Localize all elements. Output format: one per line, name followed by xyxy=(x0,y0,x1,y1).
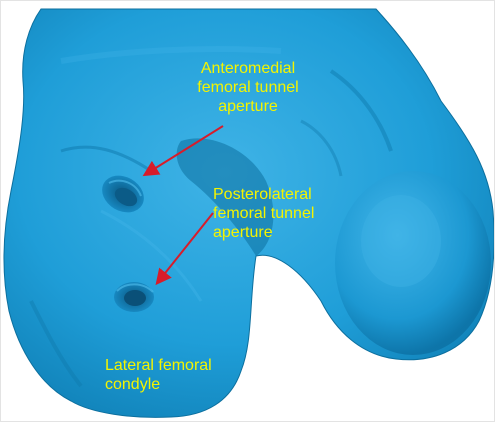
label-line: Posterolateral xyxy=(213,185,353,204)
label-line: Anteromedial xyxy=(179,59,317,78)
label-line: femoral tunnel xyxy=(213,204,353,223)
label-line: aperture xyxy=(213,223,353,242)
label-line: condyle xyxy=(105,375,235,394)
label-posterolateral-aperture: Posterolateral femoral tunnel aperture xyxy=(213,185,353,242)
label-lateral-femoral-condyle: Lateral femoral condyle xyxy=(105,356,235,394)
label-line: femoral tunnel xyxy=(179,78,317,97)
label-anteromedial-aperture: Anteromedial femoral tunnel aperture xyxy=(179,59,317,116)
label-line: aperture xyxy=(179,97,317,116)
label-line: Lateral femoral xyxy=(105,356,235,375)
